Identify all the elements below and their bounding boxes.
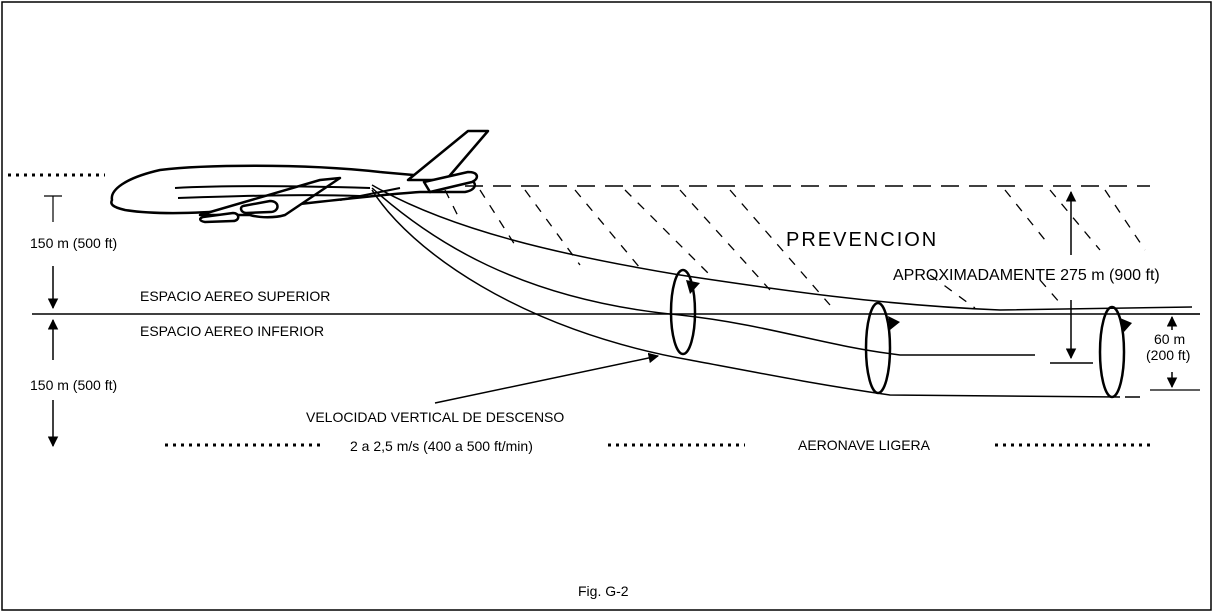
vortex-rotation-arrows [686, 280, 1132, 332]
vortex-ring-icon [669, 268, 1126, 399]
upper-airspace-label: ESPACIO AEREO SUPERIOR [140, 288, 330, 304]
lower-airspace-label: ESPACIO AEREO INFERIOR [140, 323, 324, 339]
lower-height-label: 150 m (500 ft) [30, 377, 117, 393]
aircraft-icon [110, 129, 490, 224]
vortex-height-label-2: (200 ft) [1146, 347, 1190, 363]
approx-height-label: APROXIMADAMENTE 275 m (900 ft) [893, 267, 1160, 284]
light-aircraft-label: AERONAVE LIGERA [798, 437, 931, 453]
figure-caption: Fig. G-2 [578, 583, 629, 599]
prevention-hatch [444, 189, 1146, 309]
vortex-height-label-1: 60 m [1154, 331, 1185, 347]
upper-height-label: 150 m (500 ft) [30, 235, 117, 251]
vortex-trail-lines [371, 184, 1193, 398]
descent-label: VELOCIDAD VERTICAL DE DESCENSO [306, 409, 564, 425]
descent-pointer-arrow-icon [434, 352, 660, 404]
descent-rate-label: 2 a 2,5 m/s (400 a 500 ft/min) [350, 438, 533, 454]
prevention-title: PREVENCION [786, 229, 938, 251]
